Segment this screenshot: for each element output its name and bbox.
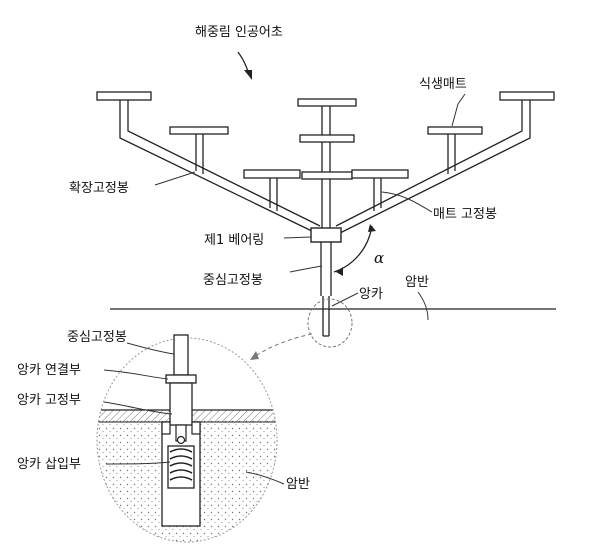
anchor-detail-view [96, 334, 278, 543]
detail-insert-part [167, 445, 195, 489]
bearing-ring [310, 227, 342, 243]
central-rod-label: 중심고정봉 [203, 273, 263, 288]
planting-mat-label: 식생매트 [419, 77, 467, 92]
mat-center-mid [299, 134, 355, 143]
expansion-rod-label: 확장고정봉 [69, 181, 129, 196]
mat-center-top [297, 98, 357, 107]
detail-spring [169, 448, 193, 481]
detail-pointer [253, 333, 313, 358]
anchor-highlight-circle [307, 298, 353, 348]
detail-fixing-part [169, 382, 193, 426]
bearing-ring-label: 제1 베어링 [204, 233, 264, 248]
central-upper-rod [321, 106, 331, 228]
angle-arrow-head [368, 224, 376, 232]
anchor-connector-label: 앙카 연결부 [17, 363, 81, 378]
mat-center-low [301, 171, 353, 180]
branch-rods [195, 134, 456, 211]
detail-central-rod-label: 중심고정봉 [67, 330, 127, 345]
expansion-rod-right [335, 100, 531, 235]
anchor-fixing-label: 앙카 고정부 [17, 393, 81, 408]
mat-rod-label: 매트 고정봉 [433, 207, 497, 222]
mat-outer-right [499, 91, 555, 101]
mat-inner-left [243, 169, 301, 179]
detail-central-rod [173, 334, 189, 376]
title-label: 해중림 인공어초 [195, 25, 283, 40]
expansion-rod-left [119, 100, 321, 235]
anchor-insert-label: 앙카 삽입부 [17, 457, 81, 472]
detail-bedrock-label: 암반 [286, 477, 310, 492]
mat-outer-left [96, 91, 152, 101]
angle-label: α [374, 249, 384, 267]
bedrock-label: 암반 [405, 275, 429, 290]
detail-connector [165, 374, 197, 384]
title-arrow [237, 51, 252, 80]
mat-mid-left [169, 126, 229, 135]
planting-mats [96, 91, 555, 180]
mat-inner-right [351, 169, 409, 179]
mat-mid-right [427, 126, 483, 135]
central-fixing-rod [320, 242, 332, 337]
anchor-label: 앙카 [359, 287, 383, 302]
